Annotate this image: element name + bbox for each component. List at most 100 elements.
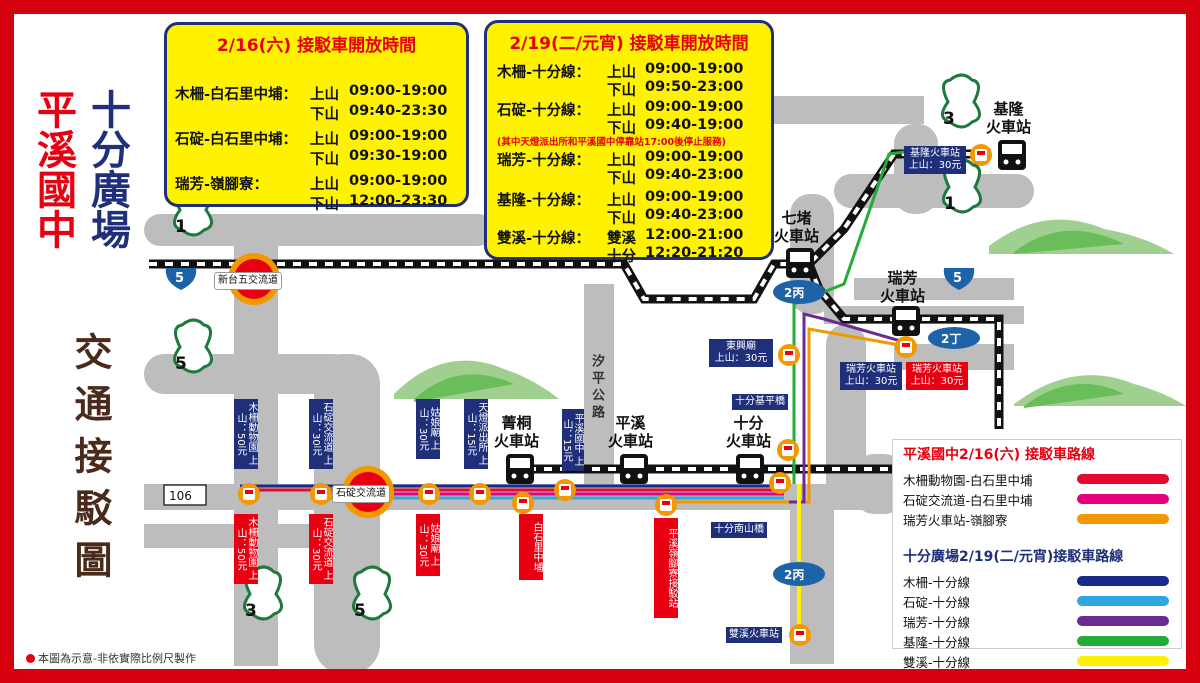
legend-color-swatch xyxy=(1077,474,1169,484)
bus-icon xyxy=(655,494,677,516)
schedule-direction: 上山 xyxy=(310,87,339,103)
schedule-direction: 上山 xyxy=(607,153,636,169)
schedule-direction: 下山 xyxy=(607,211,636,227)
stop-name: 東興廟 xyxy=(726,341,756,352)
legend-title-219: 十分廣場2/19(二/元宵)接駁車路線 xyxy=(903,549,1124,565)
shield-3-bottom: 3 xyxy=(245,601,257,621)
schedule-route: 瑞芳-十分線： xyxy=(497,153,591,169)
shield-5-bottom: 5 xyxy=(354,601,366,621)
bus-icon xyxy=(789,624,811,646)
schedule-route: 基隆-十分線： xyxy=(497,193,591,209)
legend-item-label: 基隆-十分線 xyxy=(903,635,971,650)
schedule-route: 木柵-十分線： xyxy=(497,65,591,81)
stop-sign-pingxi-jh-up: 平溪國中 上山：15元 xyxy=(561,409,584,471)
interchange-xintai: 新台五交流道 xyxy=(214,272,282,290)
road-2bing-bottom: 2丙 xyxy=(784,568,805,582)
interchange-shiding: 石碇交流道 xyxy=(332,485,390,503)
bus-icon xyxy=(512,492,534,514)
schedule-route: 木柵-白石里中埔： xyxy=(175,87,298,103)
stop-name: 平溪國中 xyxy=(572,413,583,454)
bus-icon xyxy=(777,439,799,461)
stop-name: 瑞芳火車站 xyxy=(846,364,896,375)
bus-icon xyxy=(418,483,440,505)
schedule-direction: 上山 xyxy=(310,132,339,148)
schedule-216-title: 2/16(六) 接駁車開放時間 xyxy=(216,36,417,56)
legend-item-label: 石碇交流道-白石里中埔 xyxy=(903,493,1033,508)
schedule-time: 09:40-23:00 xyxy=(645,167,744,183)
train-icon-shifen xyxy=(736,454,764,484)
stop-sign-muzha-up: 木柵動物園 上山：50元 xyxy=(234,399,258,469)
stop-fare: 上山：30元 xyxy=(310,527,332,581)
freeway-5-left: 5 xyxy=(175,271,185,286)
stop-fare: 上山：30元 xyxy=(910,376,964,387)
schedule-time: 09:00-19:00 xyxy=(645,149,744,165)
stop-sign-ruifang-navy: 瑞芳火車站上山：30元 xyxy=(840,362,902,390)
stop-sign-keelung: 基隆火車站上山：30元 xyxy=(904,146,966,174)
footnote-bullet-icon xyxy=(26,654,35,663)
schedule-time: 09:00-19:00 xyxy=(645,99,744,115)
stop-fare: 上山：15元 xyxy=(561,418,583,467)
footnote-text: 本圖為示意-非依實際比例尺製作 xyxy=(38,652,196,665)
schedule-direction: 十分 xyxy=(607,249,636,265)
stop-fare: 上山：30元 xyxy=(417,407,439,451)
bus-icon xyxy=(554,479,576,501)
map-canvas: 1 5 3 5 3 1 5 5 2丙 2丙 2丁 106 新台五交流道 石碇交流… xyxy=(14,14,1186,669)
stop-name: 木柵動物園 xyxy=(246,402,257,453)
schedule-direction: 下山 xyxy=(607,83,636,99)
shield-5-left: 5 xyxy=(175,354,187,374)
schedule-direction: 上山 xyxy=(607,103,636,119)
station-shifen: 十分 火車站 xyxy=(726,414,772,450)
legend-item-label: 瑞芳-十分線 xyxy=(903,615,971,630)
train-icon-ruifang xyxy=(892,306,920,336)
stop-name: 基隆火車站 xyxy=(910,148,960,159)
stop-fare: 上山：30元 xyxy=(714,353,768,364)
stop-sign-shifen-south: 十分南山橋 xyxy=(711,522,767,538)
schedule-route: 石碇-白石里中埔： xyxy=(175,132,298,148)
title-sub-text: 交通接駁圖 xyxy=(68,332,112,592)
bus-stop-icons xyxy=(238,144,992,646)
station-ruifang: 瑞芳 火車站 xyxy=(880,269,926,305)
legend-item-label: 雙溪-十分線 xyxy=(903,655,971,669)
road-name-xiping: 汐平公路 xyxy=(589,354,604,422)
legend-title-216: 平溪國中2/16(六) 接駁車路線 xyxy=(903,447,1096,463)
train-icon-pingxi xyxy=(620,454,648,484)
schedule-direction: 下山 xyxy=(310,107,339,123)
legend-color-swatch xyxy=(1077,636,1169,646)
legend-color-swatch xyxy=(1077,596,1169,606)
title-red-text: 平溪國中 xyxy=(30,89,76,249)
bus-icon xyxy=(769,472,791,494)
schedule-route: 雙溪-十分線： xyxy=(497,231,591,247)
schedule-time: 09:40-23:00 xyxy=(645,207,744,223)
station-pingxi: 平溪 火車站 xyxy=(608,414,654,450)
legend-color-swatch xyxy=(1077,514,1169,524)
schedule-time: 09:00-19:00 xyxy=(349,128,448,144)
schedule-direction: 下山 xyxy=(607,121,636,137)
freeway-5-right: 5 xyxy=(953,271,963,286)
stop-sign-shiding-down: 石碇交流道 上山：30元 xyxy=(309,514,333,584)
stop-sign-shuangxi: 雙溪火車站 xyxy=(726,627,782,643)
bus-icon xyxy=(895,336,917,358)
stop-sign-guniang-up: 姑娘廟 上山：30元 xyxy=(416,399,440,459)
stop-fare: 上山：30元 xyxy=(417,523,439,567)
stop-sign-shiding-up: 石碇交流道 上山：30元 xyxy=(309,399,333,469)
bus-icon xyxy=(778,344,800,366)
legend-item-label: 木柵動物園-白石里中埔 xyxy=(903,473,1033,488)
stop-name: 木柵動物園 xyxy=(246,517,257,568)
station-jingtong: 菁桐 火車站 xyxy=(494,414,540,450)
stop-sign-dongxing: 東興廟上山：30元 xyxy=(709,339,773,367)
stop-name: 姑娘廟 xyxy=(428,523,439,554)
stop-fare: 上山：50元 xyxy=(235,412,257,466)
schedule-route: 瑞芳-嶺腳寮： xyxy=(175,177,269,193)
mountain-decor xyxy=(394,219,1186,408)
schedule-direction: 上山 xyxy=(310,177,339,193)
title-transport-map: 交通接駁圖 xyxy=(60,332,112,609)
schedule-direction: 下山 xyxy=(310,152,339,168)
schedule-panel-216: 2/16(六) 接駁車開放時間 木柵-白石里中埔： 上山 09:00-19:00 下山… xyxy=(164,22,469,213)
schedule-direction: 雙溪 xyxy=(607,231,636,247)
stop-fare: 上山：50元 xyxy=(235,527,257,581)
train-icon-qidu xyxy=(786,248,814,278)
title-pingxi-junior-high: 平溪國中 xyxy=(30,89,76,258)
bus-icon xyxy=(970,144,992,166)
schedule-time: 09:30-19:00 xyxy=(349,148,448,164)
stop-fare: 上山：15元 xyxy=(465,412,487,466)
